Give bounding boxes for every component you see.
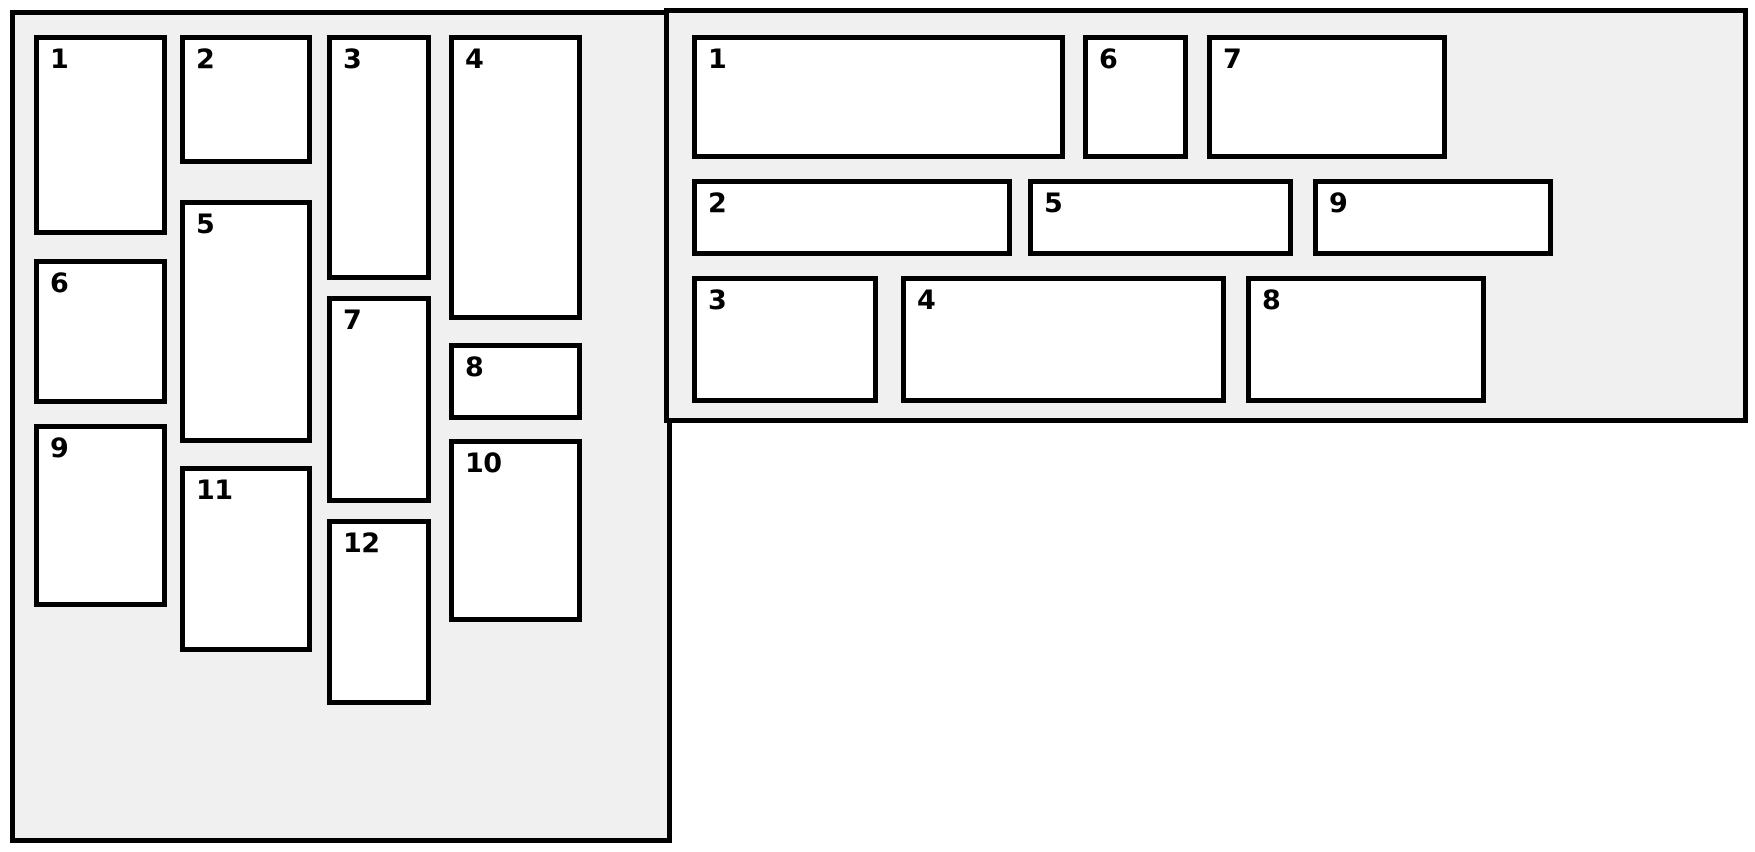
panel-5[interactable]: 5	[180, 200, 312, 443]
panel-10[interactable]: 10	[449, 439, 582, 622]
panel-6[interactable]: 6	[1083, 35, 1188, 159]
panel-number-label: 7	[1223, 44, 1242, 75]
panel-1[interactable]: 1	[692, 35, 1065, 159]
panel-number-label: 10	[465, 448, 502, 479]
panel-number-label: 5	[1044, 188, 1063, 219]
panel-11[interactable]: 11	[180, 466, 312, 652]
portrait-page-frame: 1 2 3 4 5 6 7 8 9 10 11	[10, 10, 672, 843]
panel-number-label: 12	[343, 528, 380, 559]
panel-4[interactable]: 4	[901, 276, 1226, 403]
landscape-page-frame: 1 6 7 2 5 9 3 4 8	[664, 8, 1748, 423]
panel-number-label: 9	[50, 433, 69, 464]
panel-number-label: 8	[1262, 285, 1281, 316]
panel-number-label: 1	[708, 44, 727, 75]
panel-2[interactable]: 2	[180, 35, 312, 164]
panel-9[interactable]: 9	[1313, 179, 1553, 256]
panel-number-label: 7	[343, 305, 362, 336]
panel-4[interactable]: 4	[449, 35, 582, 320]
panel-number-label: 8	[465, 352, 484, 383]
panel-3[interactable]: 3	[692, 276, 878, 403]
panel-number-label: 3	[343, 44, 362, 75]
panel-number-label: 2	[708, 188, 727, 219]
panel-1[interactable]: 1	[34, 35, 167, 235]
panel-12[interactable]: 12	[327, 519, 431, 705]
panel-7[interactable]: 7	[1207, 35, 1447, 159]
panel-number-label: 6	[1099, 44, 1118, 75]
panel-number-label: 6	[50, 268, 69, 299]
panel-7[interactable]: 7	[327, 296, 431, 503]
panel-2[interactable]: 2	[692, 179, 1012, 256]
panel-5[interactable]: 5	[1028, 179, 1293, 256]
panel-3[interactable]: 3	[327, 35, 431, 280]
panel-number-label: 4	[465, 44, 484, 75]
panel-number-label: 4	[917, 285, 936, 316]
panel-8[interactable]: 8	[1246, 276, 1486, 403]
panel-number-label: 3	[708, 285, 727, 316]
panel-number-label: 9	[1329, 188, 1348, 219]
panel-number-label: 1	[50, 44, 69, 75]
panel-number-label: 11	[196, 475, 233, 506]
panel-6[interactable]: 6	[34, 259, 167, 404]
panel-number-label: 5	[196, 209, 215, 240]
panel-number-label: 2	[196, 44, 215, 75]
panel-8[interactable]: 8	[449, 343, 582, 420]
panel-9[interactable]: 9	[34, 424, 167, 607]
